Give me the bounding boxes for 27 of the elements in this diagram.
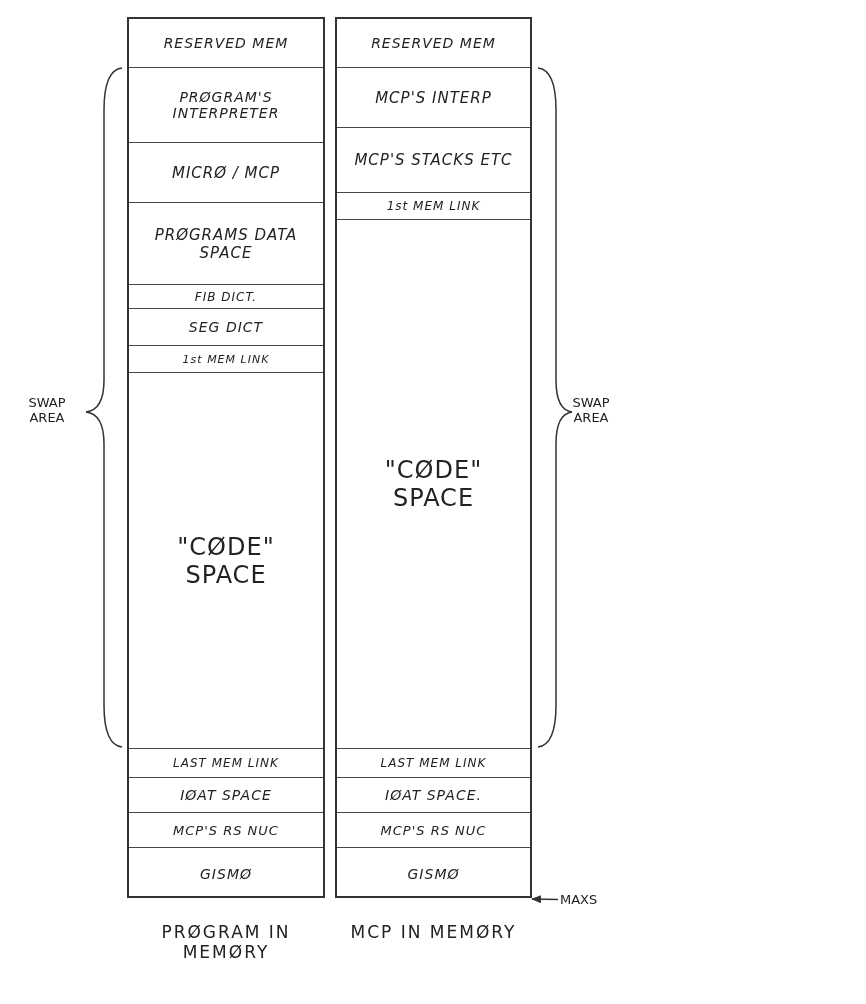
- segment-label: MCP'S RS NUC: [379, 822, 488, 838]
- segment-label: IØAT SPACE: [179, 787, 273, 803]
- segment-label: MCP'S STACKS ETC: [353, 151, 514, 169]
- segment-label: 1st MEM LINK: [385, 199, 482, 213]
- segment-label: PRØGRAM'S INTERPRETER: [171, 89, 281, 121]
- column-caption: MCP IN MEMØRY: [349, 922, 518, 942]
- column-caption: PRØGRAM IN MEMØRY: [160, 922, 292, 962]
- area-label: SWAP AREA: [571, 395, 611, 425]
- segment-label: RESERVED MEM: [162, 35, 290, 51]
- segment-label: MCP'S INTERP: [374, 88, 493, 107]
- segment-label: GISMØ: [199, 866, 253, 882]
- segment-label: RESERVED MEM: [370, 35, 497, 51]
- area-label: SWAP AREA: [27, 395, 67, 425]
- segment-label: "CØDE" SPACE: [383, 456, 484, 512]
- segment-label: "CØDE" SPACE: [176, 532, 276, 589]
- pointer-label: MAXS: [560, 892, 598, 907]
- segment-label: GISMØ: [406, 866, 461, 882]
- segment-label: LAST MEM LINK: [379, 756, 488, 770]
- segment-label: SEG DICT: [187, 319, 265, 335]
- segment-label: PRØGRAMS DATA SPACE: [153, 225, 299, 262]
- segment-label: MCP'S RS NUC: [172, 822, 280, 838]
- segment-label: IØAT SPACE.: [384, 787, 483, 803]
- arrow: [531, 895, 559, 904]
- segment-label: LAST MEM LINK: [172, 756, 280, 770]
- segment-label: MICRØ / MCP: [170, 163, 282, 182]
- segment-label: FIB DICT.: [193, 289, 259, 304]
- segment-label: 1st MEM LINK: [181, 352, 271, 366]
